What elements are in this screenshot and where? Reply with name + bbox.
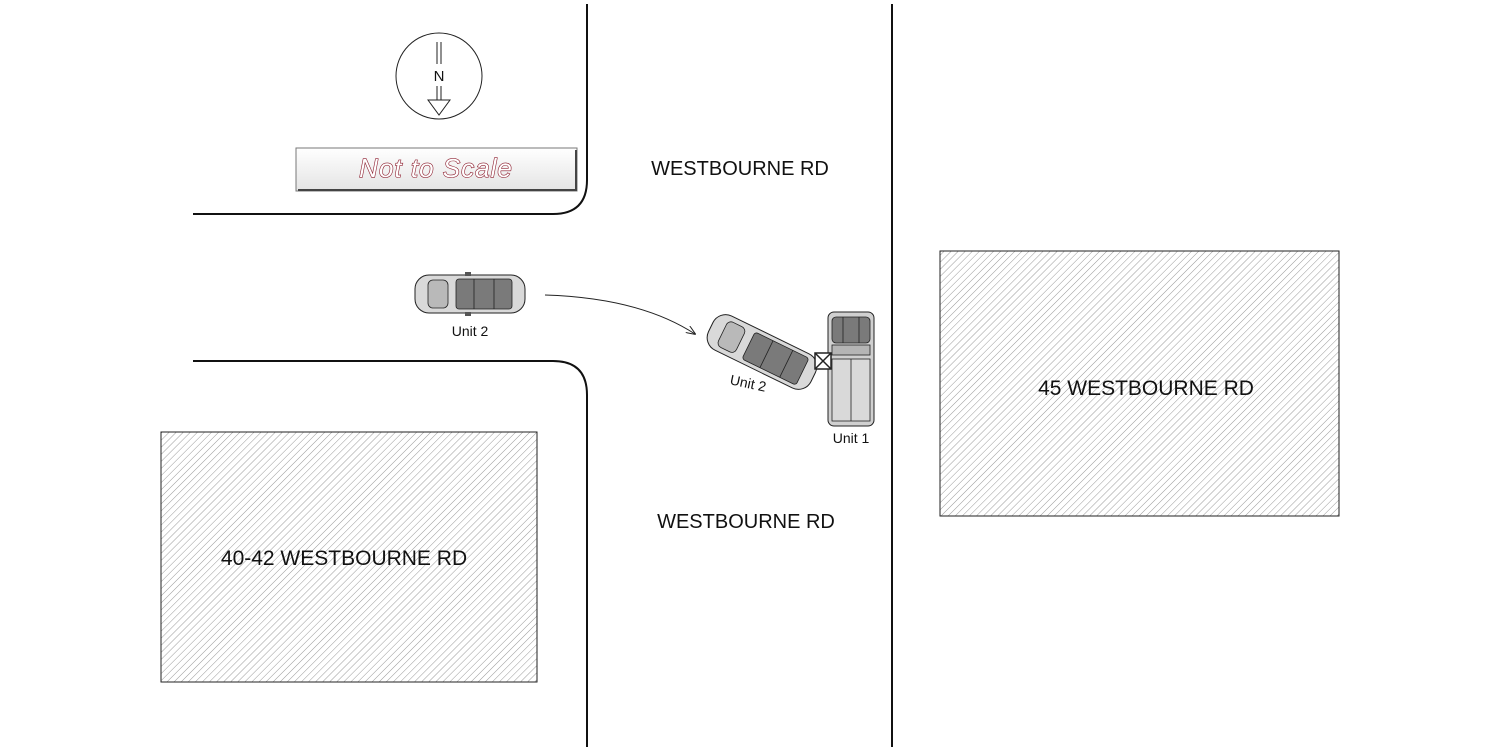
building-right: 45 WESTBOURNE RD	[939, 250, 1340, 517]
road-edge-top-left	[193, 4, 588, 215]
unit2-impact-label: Unit 2	[729, 371, 768, 394]
travel-path-arrow-icon	[544, 294, 695, 334]
north-label: N	[434, 68, 445, 85]
road-edge-bottom-left	[193, 360, 588, 747]
unit2-start-label: Unit 2	[452, 323, 489, 339]
road-label-bottom: WESTBOURNE RD	[657, 511, 835, 533]
impact-point-icon	[814, 352, 832, 370]
building-right-label: 45 WESTBOURNE RD	[1038, 377, 1254, 400]
scale-note-text: Not to Scale	[359, 153, 513, 183]
scale-note: Not to Scale	[295, 147, 578, 192]
unit1-truck-icon	[827, 311, 875, 427]
building-left: 40-42 WESTBOURNE RD	[160, 431, 538, 683]
unit2-start-car-icon	[414, 272, 526, 316]
unit2-impact-car-icon	[706, 314, 818, 390]
unit1-label: Unit 1	[833, 430, 870, 446]
road-edges	[193, 4, 893, 747]
road-label-top: WESTBOURNE RD	[651, 158, 829, 180]
north-arrow-icon: N	[395, 32, 483, 120]
building-left-label: 40-42 WESTBOURNE RD	[221, 547, 467, 570]
